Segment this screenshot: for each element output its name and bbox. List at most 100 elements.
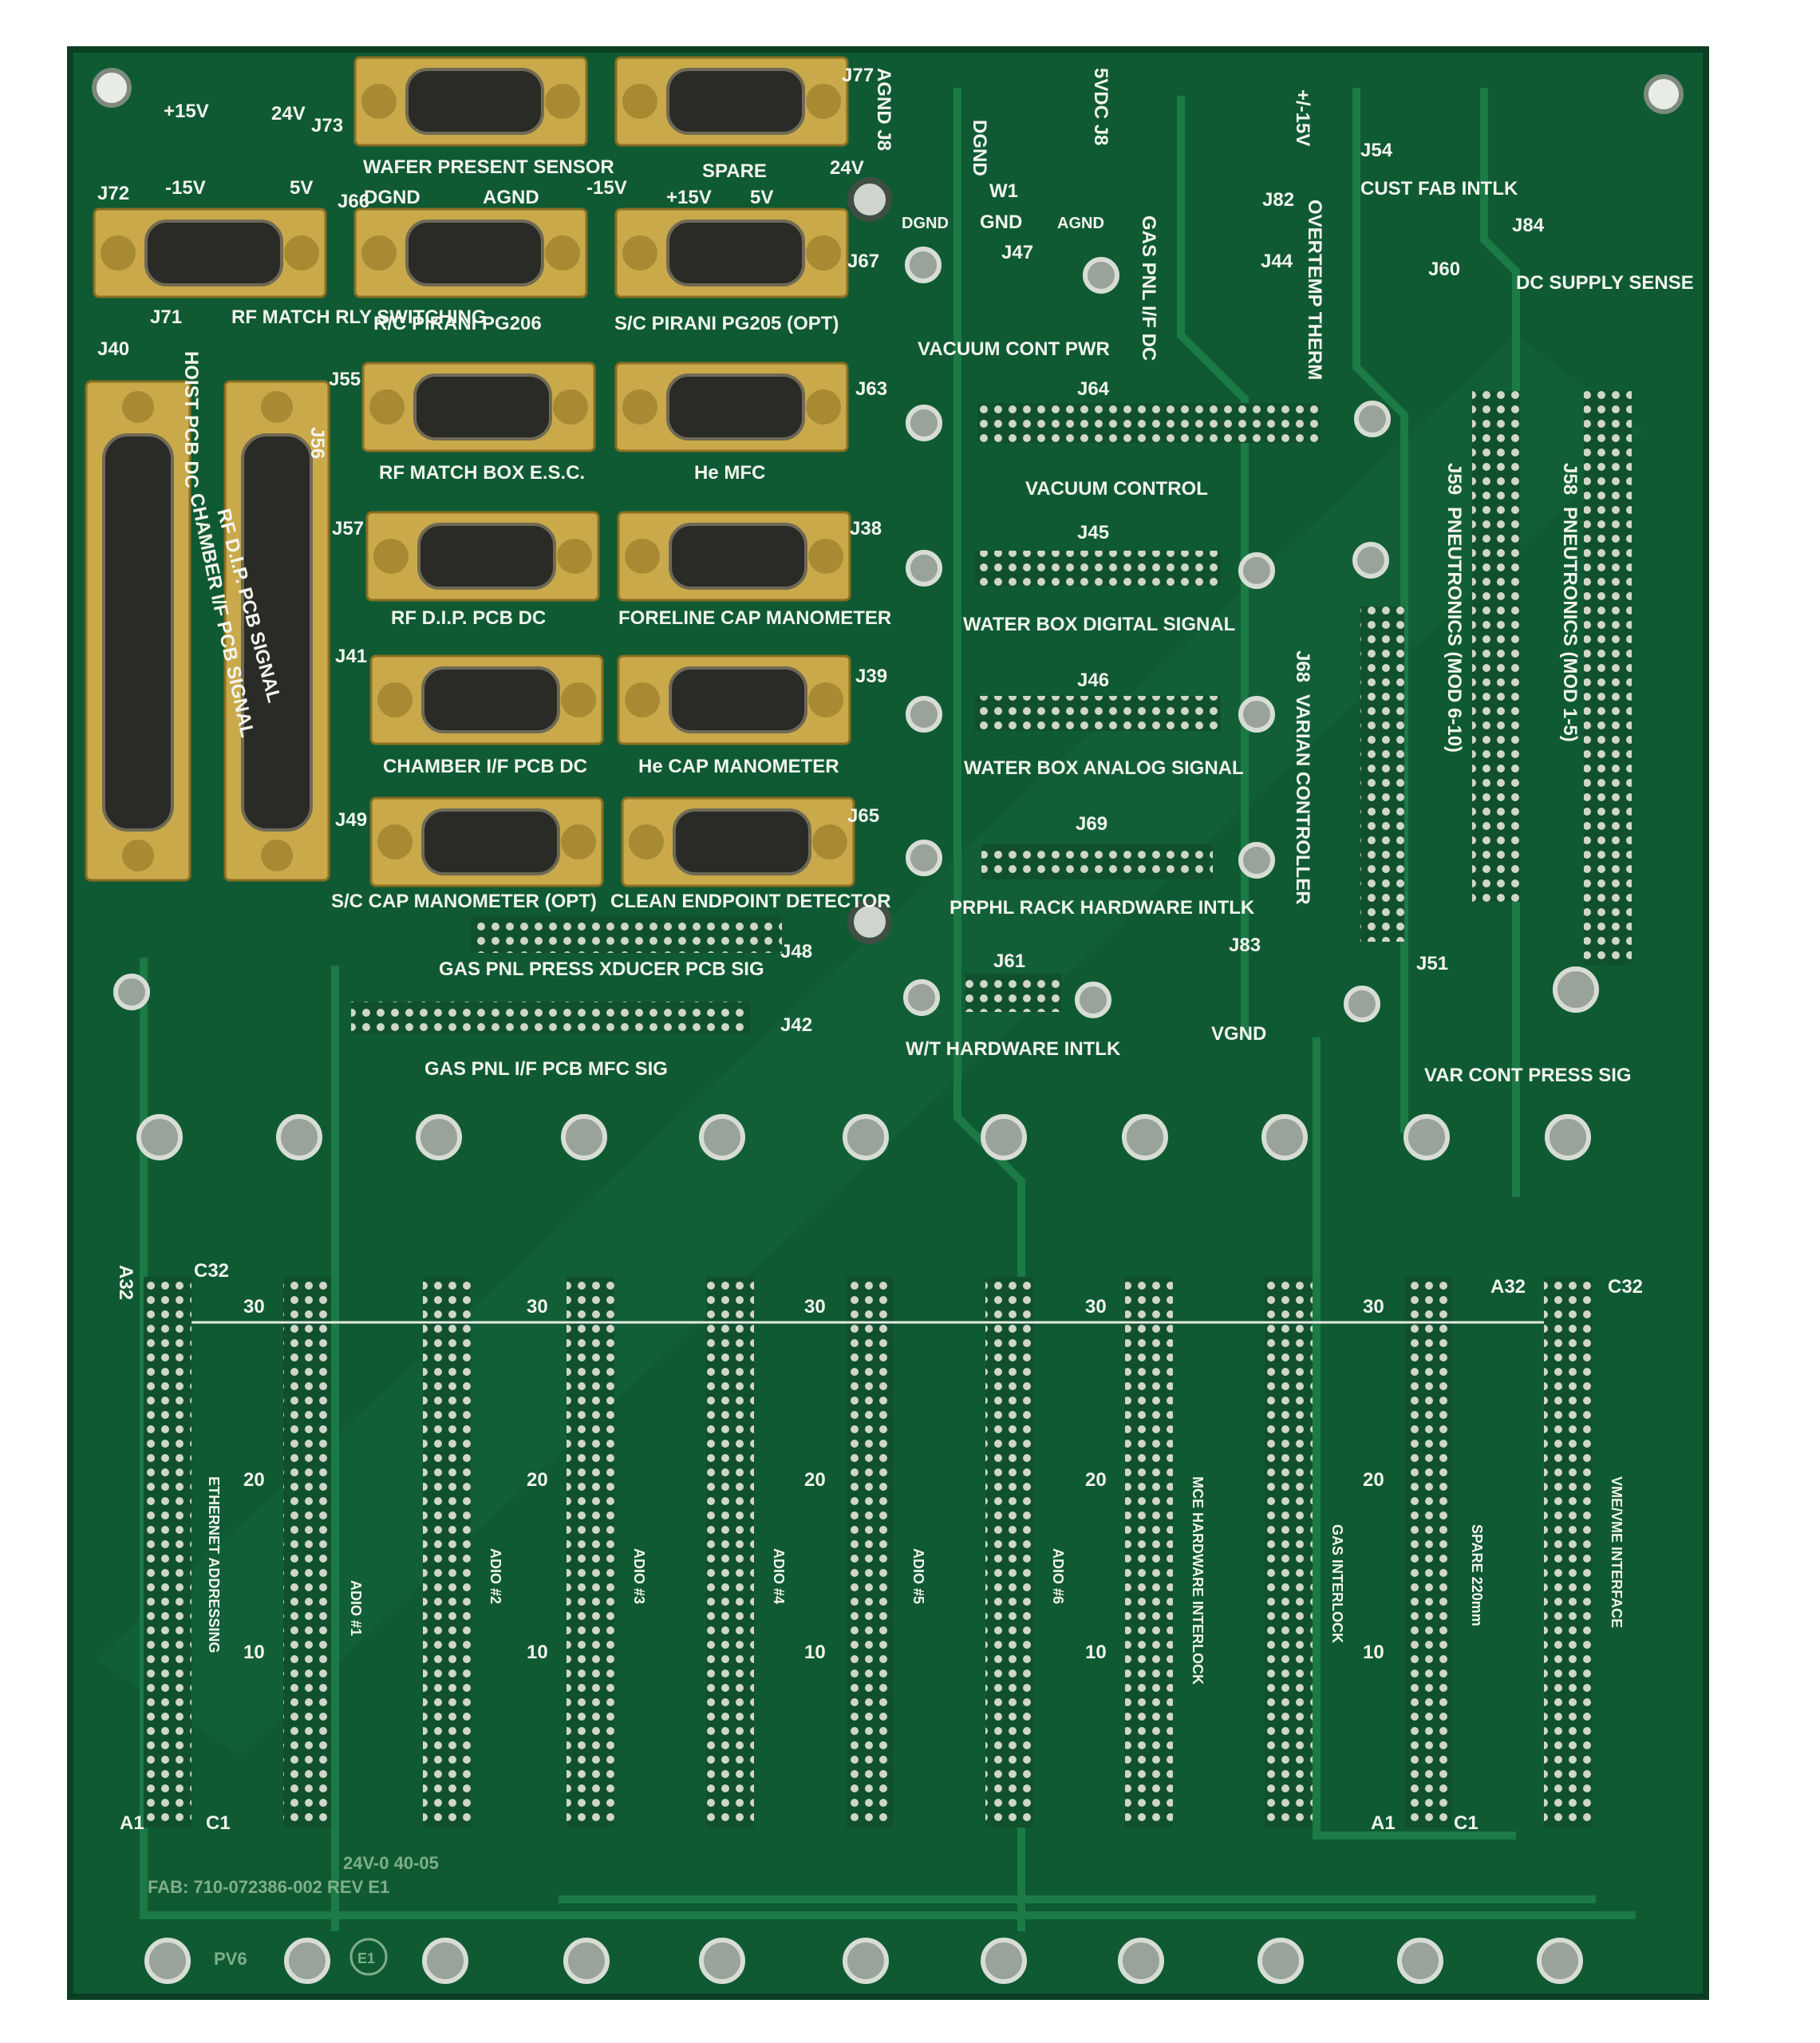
header-j46 bbox=[973, 696, 1221, 731]
watermark bbox=[96, 335, 1644, 1756]
corner-c1-left: C1 bbox=[206, 1812, 231, 1834]
ref-j41: J41 bbox=[335, 646, 367, 667]
label-vgnd: VGND bbox=[1211, 1023, 1266, 1045]
ref-j55: J55 bbox=[329, 369, 361, 390]
row-10-d: 10 bbox=[1085, 1642, 1107, 1663]
cust-fab-intlk-label: CUST FAB INTLK bbox=[1360, 178, 1518, 200]
header-j68 bbox=[1360, 607, 1404, 942]
connector-j38 bbox=[617, 511, 851, 602]
label-agnd-2: AGND bbox=[1057, 215, 1104, 232]
label-sc-pirani: S/C PIRANI PG205 (OPT) bbox=[614, 313, 839, 334]
label-agnd: AGND bbox=[483, 187, 539, 208]
ref-j38: J38 bbox=[850, 518, 882, 539]
connector-j65 bbox=[621, 796, 855, 887]
row-10-c: 10 bbox=[804, 1642, 826, 1663]
connector-j67 bbox=[614, 207, 849, 298]
standoff-row-middle bbox=[136, 1114, 1591, 1160]
ref-j54: J54 bbox=[1360, 140, 1393, 161]
label-varian-controller: VARIAN CONTROLLER bbox=[1292, 694, 1313, 905]
label-chamber-if-dc: CHAMBER I/F PCB DC bbox=[383, 756, 587, 777]
header-j64 bbox=[977, 403, 1321, 443]
backplane-slots bbox=[144, 1277, 1592, 1828]
label-dgnd-2: DGND bbox=[902, 215, 949, 232]
connector-j66 bbox=[353, 207, 588, 298]
pv-label: PV6 bbox=[214, 1949, 247, 1969]
corner-a32-right: A32 bbox=[1490, 1276, 1526, 1298]
label-plus15v: +15V bbox=[164, 101, 209, 122]
connector-j41 bbox=[369, 654, 604, 745]
row-10-e: 10 bbox=[1363, 1642, 1384, 1663]
label-rf-dip-pcb-dc: RF D.I.P. PCB DC bbox=[391, 607, 546, 629]
ref-j84: J84 bbox=[1512, 215, 1545, 236]
connector-j40 bbox=[85, 380, 191, 882]
ref-j57: J57 bbox=[332, 518, 364, 539]
gas-pnl-if-dc-label: GAS PNL I/F DC bbox=[1138, 215, 1159, 361]
label-rf-match-box: RF MATCH BOX E.S.C. bbox=[379, 462, 585, 484]
label-pneutronics-6-10: PNEUTRONICS (MOD 6-10) bbox=[1443, 507, 1465, 753]
header-j58 bbox=[1584, 391, 1632, 966]
connector-j73 bbox=[353, 56, 588, 147]
slot-name-adio2: ADIO #2 bbox=[488, 1548, 503, 1604]
slot-name-spare: SPARE 220mm bbox=[1469, 1524, 1485, 1626]
label-dgnd: DGND bbox=[364, 187, 420, 208]
connector-j49 bbox=[369, 796, 604, 887]
dgnd-top-label: DGND bbox=[969, 120, 990, 176]
row-20-b: 20 bbox=[527, 1469, 548, 1491]
5vdc-j8-label: 5VDC J8 bbox=[1090, 68, 1111, 145]
mounting-holes bbox=[92, 68, 1684, 944]
ref-j72: J72 bbox=[97, 183, 129, 204]
label-pm15v: +/-15V bbox=[1292, 89, 1313, 146]
date-code: 24V-0 40-05 bbox=[343, 1853, 439, 1873]
ref-j48: J48 bbox=[780, 941, 812, 962]
rev-circle: E1 bbox=[357, 1950, 375, 1966]
header-j59 bbox=[1472, 391, 1520, 902]
ref-j69: J69 bbox=[1076, 813, 1107, 835]
connector-j55 bbox=[361, 362, 596, 452]
label-prphl-rack: PRPHL RACK HARDWARE INTLK bbox=[949, 897, 1255, 919]
standoff-row-upper bbox=[113, 247, 1599, 1022]
connector-j56 bbox=[223, 380, 330, 882]
ref-j44: J44 bbox=[1261, 251, 1293, 272]
slot-name-gas-interlock: GAS INTERLOCK bbox=[1329, 1524, 1345, 1643]
corner-a1-left: A1 bbox=[120, 1812, 144, 1834]
agnd-j8-label: AGND J8 bbox=[873, 68, 894, 151]
label-rc-pirani: R/C PIRANI PG206 bbox=[373, 313, 542, 334]
header-j48 bbox=[471, 916, 782, 953]
row-30-e: 30 bbox=[1363, 1296, 1384, 1318]
label-hoist-pcb-dc: HOIST PCB DC bbox=[180, 351, 202, 488]
ref-j82: J82 bbox=[1262, 189, 1294, 211]
ref-j45: J45 bbox=[1077, 522, 1109, 543]
label-gas-pnl-press: GAS PNL PRESS XDUCER PCB SIG bbox=[439, 958, 764, 980]
label-clean-endpoint: CLEAN ENDPOINT DETECTOR bbox=[610, 891, 891, 912]
label-5v-2: 5V bbox=[750, 187, 773, 208]
label-rf-match-rly: RF MATCH RLY SWITCHING bbox=[231, 306, 487, 328]
corner-a32-left: A32 bbox=[115, 1265, 136, 1300]
overtemp-therm-label: OVERTEMP THERM bbox=[1304, 200, 1325, 380]
bottom-markings: FAB: 710-072386-002 REV E1 24V-0 40-05 P… bbox=[148, 1853, 439, 1976]
label-water-box-analog: WATER BOX ANALOG SIGNAL bbox=[964, 757, 1244, 779]
ref-j59: J59 bbox=[1443, 463, 1465, 495]
label-minus15v-2: -15V bbox=[586, 177, 627, 199]
ref-j40: J40 bbox=[97, 338, 129, 360]
label-plus15v-2: +15V bbox=[666, 187, 712, 208]
ref-j64: J64 bbox=[1077, 378, 1110, 400]
slot-name-vme: VME/VME INTERFACE bbox=[1609, 1476, 1625, 1628]
label-foreline: FORELINE CAP MANOMETER bbox=[618, 607, 891, 629]
ref-j83: J83 bbox=[1229, 935, 1261, 956]
connector-j72 bbox=[93, 207, 327, 298]
label-water-box-digital: WATER BOX DIGITAL SIGNAL bbox=[963, 614, 1235, 635]
row-10-a: 10 bbox=[243, 1642, 265, 1663]
connector-j39 bbox=[617, 654, 851, 745]
header-j61 bbox=[965, 974, 1061, 1012]
row-30-a: 30 bbox=[243, 1296, 265, 1318]
slot-name-adio3: ADIO #3 bbox=[631, 1548, 647, 1604]
slot-name-ethernet: ETHERNET ADDRESSING bbox=[206, 1476, 222, 1653]
row-20-a: 20 bbox=[243, 1469, 265, 1491]
label-5v: 5V bbox=[290, 177, 313, 199]
slot-name-adio6: ADIO #6 bbox=[1050, 1548, 1066, 1604]
label-gas-pnl-mfc: GAS PNL I/F PCB MFC SIG bbox=[424, 1058, 668, 1080]
ref-j49: J49 bbox=[335, 809, 367, 831]
ref-j60: J60 bbox=[1428, 259, 1460, 280]
header-j45 bbox=[973, 551, 1221, 586]
label-pneutronics-1-5: PNEUTRONICS (MOD 1-5) bbox=[1559, 507, 1581, 742]
